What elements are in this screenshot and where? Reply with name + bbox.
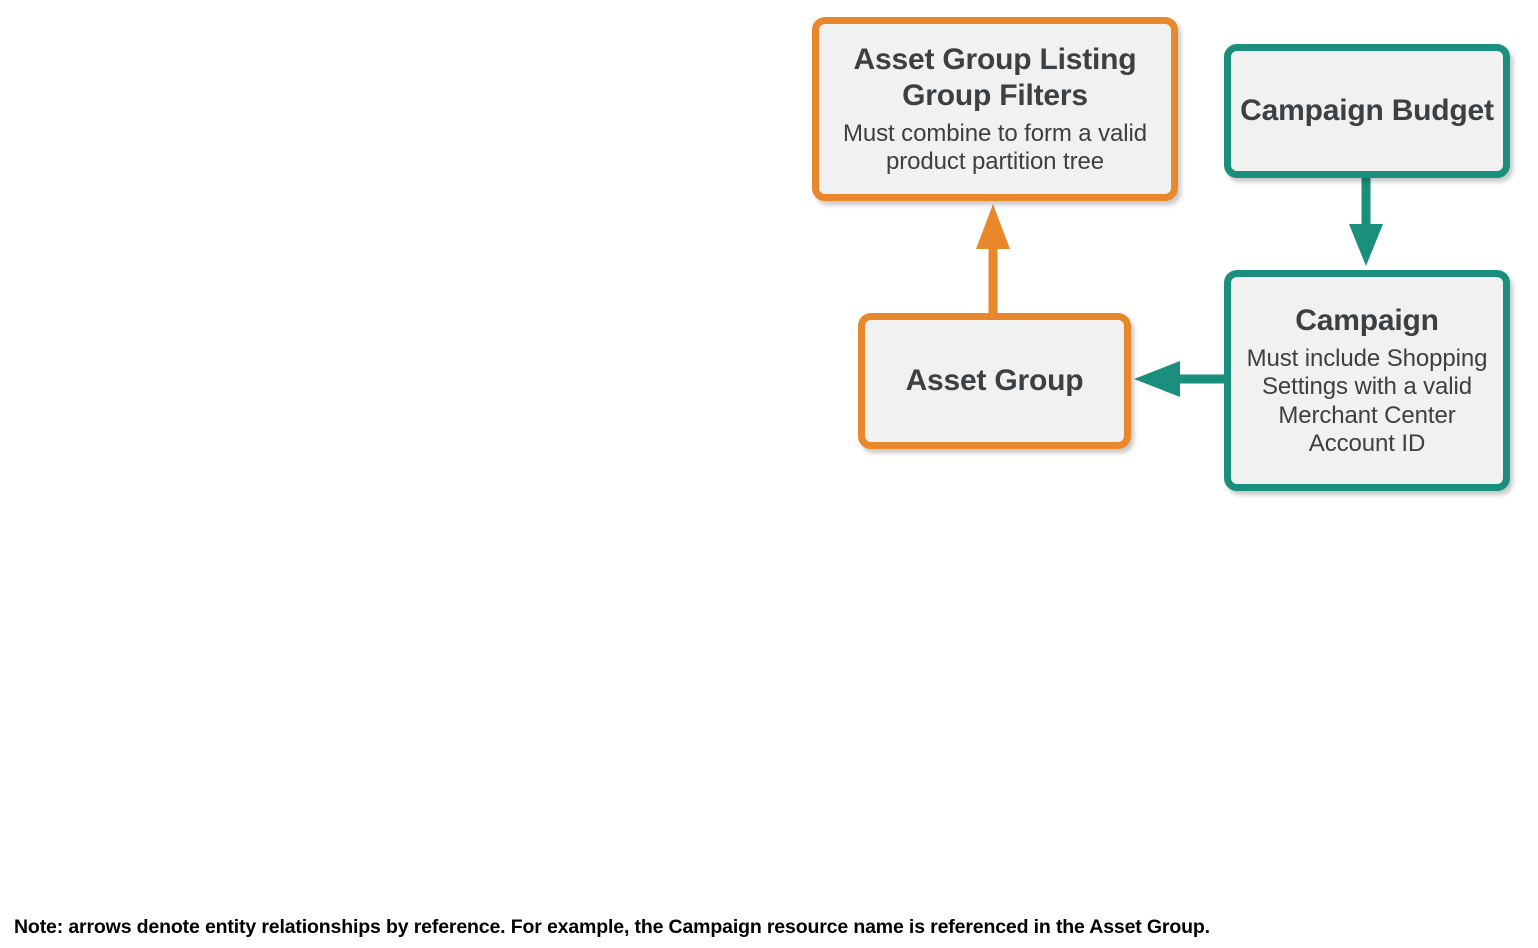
node-title-asset-group: Asset Group [905, 364, 1084, 397]
edge-campaign-budget-to-campaign [1349, 175, 1383, 266]
node-asset-group-listing-group-filters[interactable]: Asset Group Listing Group Filters Must c… [812, 17, 1178, 201]
node-asset-group[interactable]: Asset Group [858, 313, 1131, 449]
arrowhead-up-listing-group-filters [976, 204, 1010, 249]
node-subtitle-asset-group-listing-group-filters: Must combine to form a valid product par… [843, 119, 1147, 175]
arrowhead-left-asset-group [1134, 361, 1180, 397]
node-campaign-budget[interactable]: Campaign Budget [1224, 44, 1510, 178]
node-title-campaign-budget: Campaign Budget [1240, 94, 1494, 127]
diagram-footer-note: Note: arrows denote entity relationships… [14, 916, 1210, 938]
node-campaign[interactable]: Campaign Must include Shopping Settings … [1224, 270, 1510, 491]
arrowhead-down-campaign [1349, 224, 1383, 266]
node-title-campaign: Campaign [1295, 304, 1439, 338]
edge-asset-group-to-listing-group-filters [976, 204, 1010, 316]
edge-campaign-to-asset-group [1134, 361, 1227, 397]
node-title-asset-group-listing-group-filters: Asset Group Listing Group Filters [853, 42, 1137, 112]
node-subtitle-campaign: Must include Shopping Settings with a va… [1246, 345, 1488, 457]
